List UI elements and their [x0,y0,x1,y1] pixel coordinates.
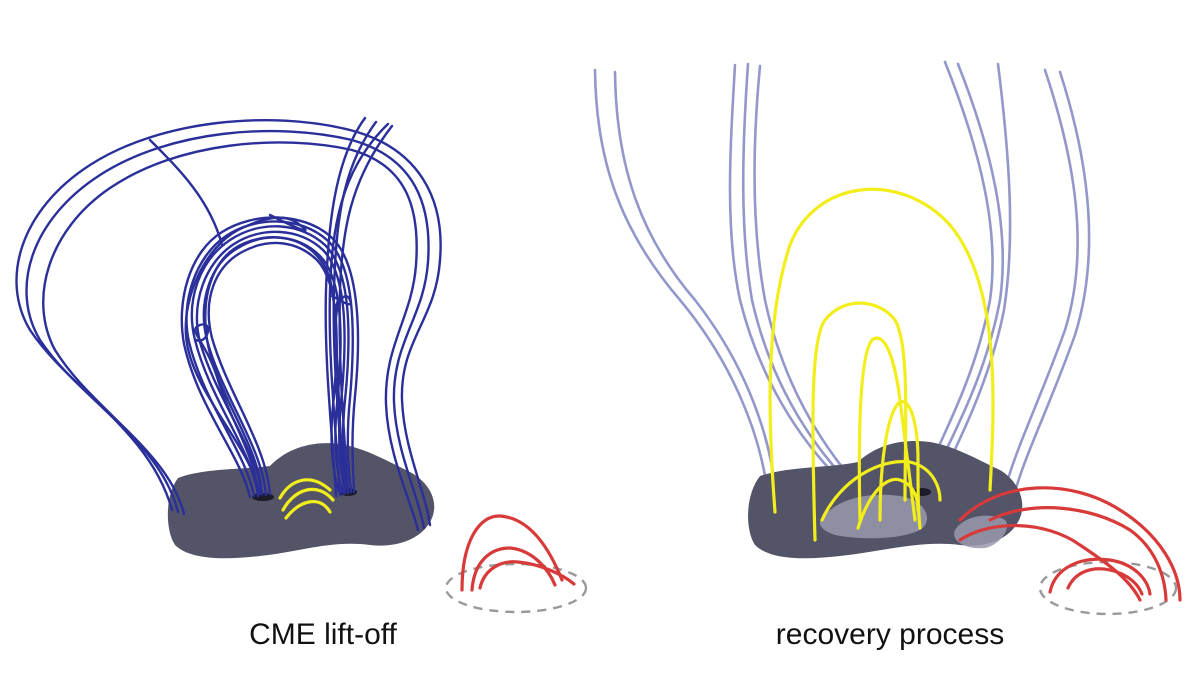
dashed-footprint-left [444,562,588,614]
right-panel [593,60,1182,616]
outer-field-lines [15,119,442,532]
neighbor-region-left [444,514,588,614]
post-flare-loops-right [768,187,995,542]
bright-patches [819,494,1008,549]
dashed-footprint-right [1038,560,1178,616]
left-panel [15,116,588,614]
open-field-lines-right [324,116,394,498]
active-region-left [167,443,435,559]
caption-cme-lift-off: CME lift-off [249,618,397,651]
open-field-line-left [148,138,224,247]
open-field-lines-faint [593,60,1091,497]
post-flare-loops-left [278,478,335,520]
caption-recovery-process: recovery process [775,618,1005,651]
neighbor-region-right [958,486,1182,616]
